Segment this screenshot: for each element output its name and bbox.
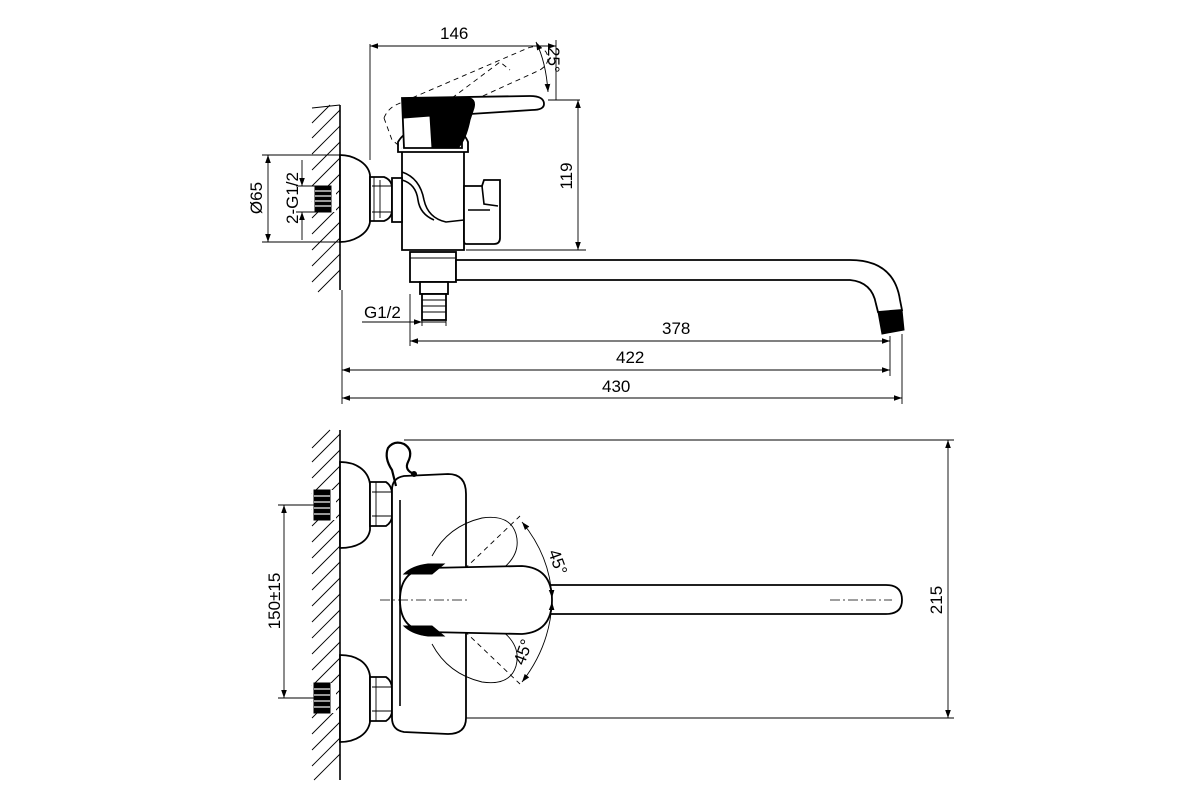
dim-422: 422 xyxy=(341,290,891,404)
dim-25deg: 25° xyxy=(535,41,563,93)
dim-d65: Ø65 xyxy=(247,154,344,243)
dim-2g12-label: 2-G1/2 xyxy=(283,172,302,224)
dim-2g12: 2-G1/2 xyxy=(283,160,316,240)
dim-g12-label: G1/2 xyxy=(364,303,401,322)
dim-119-label: 119 xyxy=(557,162,576,189)
dim-45deg-lower-label: 45° xyxy=(510,637,537,668)
dim-430: 430 xyxy=(342,334,903,404)
dim-215: 215 xyxy=(404,439,954,719)
dim-150-label: 150±15 xyxy=(265,573,284,630)
spout-pipe xyxy=(455,259,905,335)
dim-146-label: 146 xyxy=(440,24,468,43)
dim-422-label: 422 xyxy=(616,348,644,367)
dim-d65-label: Ø65 xyxy=(247,182,266,214)
wall-top xyxy=(311,429,341,781)
eccentric-nut xyxy=(369,176,393,222)
dim-146: 146 xyxy=(369,24,557,160)
side-view: 146 25° 119 Ø65 2-G1/2 xyxy=(247,24,905,404)
spout-connector xyxy=(409,251,457,321)
dim-25deg-label: 25° xyxy=(544,47,563,73)
lever-handle xyxy=(401,95,545,149)
lever-top xyxy=(399,563,553,637)
wall-flange xyxy=(339,154,371,243)
dim-430-label: 430 xyxy=(602,377,630,396)
dim-119: 119 xyxy=(466,99,586,251)
flange-upper xyxy=(339,461,371,549)
dim-378-label: 378 xyxy=(662,319,690,338)
nut-lower xyxy=(369,676,393,722)
spout-top xyxy=(449,584,903,615)
dim-g12: G1/2 xyxy=(362,303,447,326)
nut-upper xyxy=(369,481,393,527)
dim-378: 378 xyxy=(409,294,891,346)
mixer-body xyxy=(391,149,501,251)
flange-lower xyxy=(339,654,371,743)
dim-215-label: 215 xyxy=(927,586,946,614)
shower-hook xyxy=(385,441,417,487)
wall-side xyxy=(311,104,341,293)
dim-45deg-lower: 45° xyxy=(510,601,555,683)
top-view: 45° 45° 150±15 215 xyxy=(265,429,954,781)
dim-150: 150±15 xyxy=(265,504,316,699)
